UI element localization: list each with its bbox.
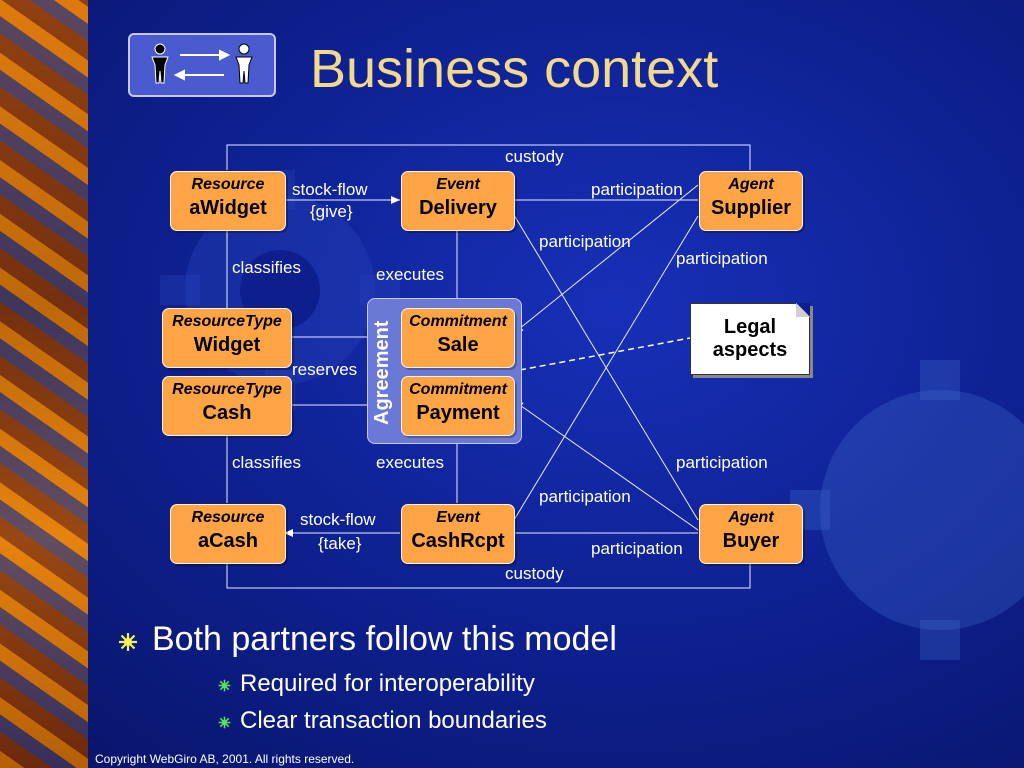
agreement-label: Agreement — [371, 320, 393, 425]
box-name: Delivery — [419, 197, 497, 219]
decorative-left-strip — [0, 0, 88, 768]
box-type: Resource — [191, 509, 265, 526]
box-resourcetype-cash: ResourceType Cash — [162, 376, 292, 436]
box-name: Widget — [193, 334, 261, 356]
label-stock-flow-top: stock-flow — [292, 180, 368, 199]
box-resourcetype-widget: ResourceType Widget — [162, 308, 292, 368]
label-participation-right-lower: participation — [676, 453, 768, 472]
box-type: Event — [436, 509, 480, 526]
label-participation-mid-upper: participation — [539, 232, 631, 251]
box-type: Event — [436, 176, 480, 193]
box-commitment-sale: Commitment Sale — [401, 308, 515, 368]
box-name: CashRcpt — [411, 530, 505, 552]
label-participation-top-right: participation — [591, 180, 683, 199]
box-type: Agent — [728, 509, 774, 526]
box-name: Payment — [416, 402, 500, 424]
box-type: Resource — [191, 176, 265, 193]
legal-aspects-note: Legal aspects — [690, 303, 810, 375]
box-name: Supplier — [710, 197, 791, 219]
starburst-bullet-icon — [218, 679, 231, 692]
label-stock-flow-bottom: stock-flow — [300, 510, 376, 529]
starburst-bullet-icon — [218, 716, 231, 729]
two-people-exchange-icon — [151, 43, 253, 84]
logo — [128, 33, 276, 97]
label-reserves: reserves — [292, 360, 358, 379]
copyright-footer: Copyright WebGiro AB, 2001. All rights r… — [95, 752, 355, 766]
box-type: Agent — [728, 176, 774, 193]
bullet-sub-1-text: Required for interoperability — [240, 670, 535, 697]
label-give: {give} — [310, 202, 353, 221]
page-title: Business context — [310, 39, 719, 99]
box-event-cashrcpt: Event CashRcpt — [401, 504, 515, 564]
gear-decoration-right-icon — [790, 360, 1024, 660]
note-line-1: Legal — [723, 316, 777, 338]
bullet-main-text: Both partners follow this model — [152, 620, 617, 658]
label-executes-upper: executes — [376, 265, 445, 284]
box-name: Cash — [202, 402, 252, 424]
note-line-2: aspects — [712, 339, 788, 361]
label-participation-mid-lower: participation — [539, 487, 631, 506]
box-resource-awidget: Resource aWidget — [170, 171, 286, 231]
folded-corner-icon — [796, 303, 810, 317]
box-name: Buyer — [722, 530, 780, 552]
label-custody-bottom: custody — [505, 564, 564, 583]
label-classifies-lower: classifies — [232, 453, 301, 472]
label-take: {take} — [318, 534, 362, 553]
label-custody-top: custody — [505, 147, 564, 166]
label-participation-bottom-right: participation — [591, 539, 683, 558]
box-type: ResourceType — [172, 313, 282, 330]
box-type: Commitment — [409, 313, 507, 330]
box-name: aWidget — [189, 197, 267, 219]
label-classifies-upper: classifies — [232, 258, 301, 277]
box-name: Sale — [437, 334, 479, 356]
box-event-delivery: Event Delivery — [401, 171, 515, 231]
box-agent-buyer: Agent Buyer — [699, 504, 803, 564]
bullet-sub-2-text: Clear transaction boundaries — [240, 707, 547, 734]
box-commitment-payment: Commitment Payment — [401, 376, 515, 436]
label-participation-right-upper: participation — [676, 249, 768, 268]
box-agent-supplier: Agent Supplier — [699, 171, 803, 231]
box-type: ResourceType — [172, 381, 282, 398]
box-type: Commitment — [409, 381, 507, 398]
label-executes-lower: executes — [376, 453, 445, 472]
box-resource-acash: Resource aCash — [170, 504, 286, 564]
box-name: aCash — [197, 530, 259, 552]
starburst-bullet-icon — [119, 633, 137, 651]
